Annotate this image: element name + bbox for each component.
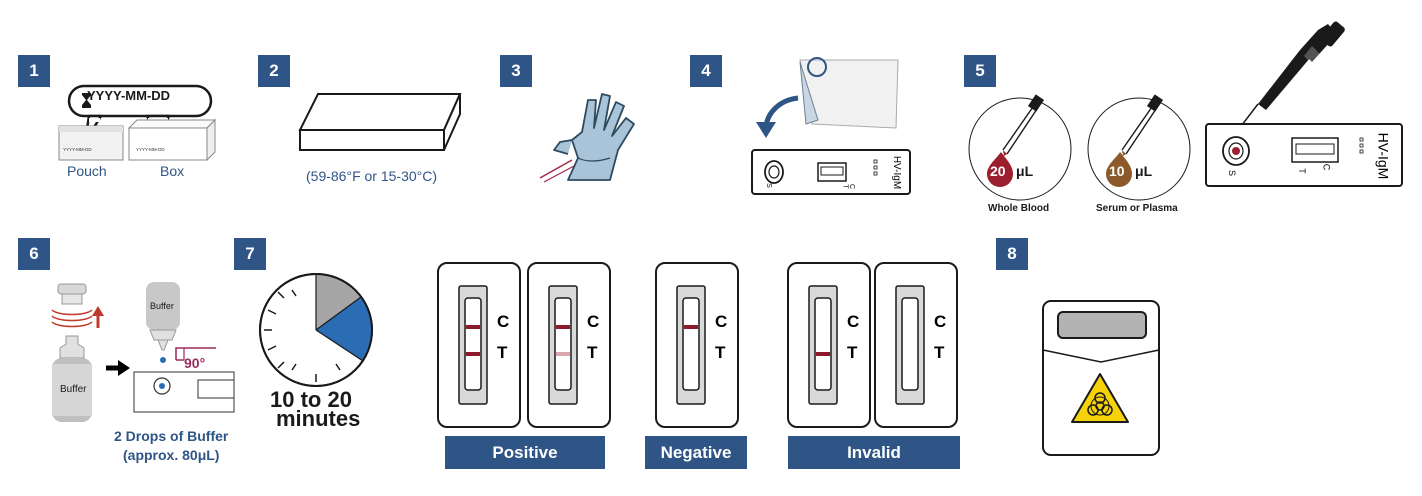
control-label: C — [847, 312, 860, 331]
date-format-text: YYYY-MM-DD — [87, 88, 171, 103]
step-3-badge: 3 — [500, 55, 532, 87]
negative-banner: Negative — [645, 436, 747, 469]
cassette-s-label-5: S — [1227, 169, 1238, 177]
angle-90-label: 90° — [184, 355, 206, 371]
cassette-name-5: HV-IgM — [1375, 132, 1392, 180]
serum-plasma-label: Serum or Plasma — [1096, 203, 1178, 214]
box-label: Box — [160, 163, 185, 179]
pouch-date-text: YYYY-MM-DD — [63, 147, 92, 152]
control-line — [556, 325, 570, 329]
test-line — [556, 352, 570, 356]
cassette-c-label-5: C — [1321, 163, 1332, 171]
serum-unit: μL — [1135, 163, 1153, 179]
box-date-text: YYYY-MM-DD — [136, 147, 165, 152]
step-8-badge: 8 — [996, 238, 1028, 270]
invalid-banner: Invalid — [788, 436, 960, 469]
step-5-badge: 5 — [964, 55, 996, 87]
control-label: C — [934, 312, 947, 331]
invalid-cassette-2 — [874, 262, 958, 428]
storage-box-illustration — [298, 93, 462, 151]
serum-plasma-circle — [1087, 94, 1191, 201]
whole-blood-circle — [968, 94, 1072, 201]
hourglass-icon — [82, 93, 91, 108]
positive-banner: Positive — [445, 436, 605, 469]
test-line — [816, 352, 830, 356]
step-7-badge: 7 — [234, 238, 266, 270]
cassette-s-label-4: S — [764, 183, 772, 188]
timer-clock-icon — [259, 273, 373, 387]
cassette-t-label-5: T — [1296, 168, 1307, 174]
control-label: C — [497, 312, 510, 331]
control-label: C — [715, 312, 728, 331]
temperature-range: (59-86°F or 15-30°C) — [306, 168, 438, 184]
test-label: T — [497, 343, 508, 362]
cassette-name-4: HV-IgM — [891, 155, 903, 190]
time-range-line2: minutes — [276, 406, 361, 431]
glove-icon — [539, 93, 635, 183]
biohazard-bin-illustration — [1042, 300, 1160, 456]
cassette-c-label-4: C — [848, 183, 856, 190]
buffer-drops-caption: 2 Drops of Buffer — [114, 428, 229, 444]
pouch-box-illustration — [58, 84, 217, 162]
buffer-label-upright: Buffer — [60, 384, 87, 395]
test-label: T — [715, 343, 726, 362]
control-label: C — [587, 312, 600, 331]
test-label: T — [934, 343, 945, 362]
whole-blood-label: Whole Blood — [988, 203, 1050, 214]
control-line — [684, 325, 698, 329]
positive-cassette-1 — [437, 262, 521, 428]
open-pouch-illustration — [751, 57, 911, 195]
control-line — [466, 325, 480, 329]
positive-cassette-2 — [527, 262, 611, 428]
step-2-badge: 2 — [258, 55, 290, 87]
test-label: T — [587, 343, 598, 362]
pouch-label: Pouch — [67, 163, 107, 179]
buffer-bottle-illustration — [51, 282, 235, 422]
blood-unit: μL — [1016, 163, 1034, 179]
invalid-cassette-1 — [787, 262, 871, 428]
time-range-line1: 10 to 20 — [270, 387, 352, 412]
step-1-badge: 1 — [18, 55, 50, 87]
pipette-cassette-illustration — [1205, 21, 1403, 187]
buffer-volume-caption: (approx. 80μL) — [123, 447, 220, 463]
buffer-label-inverted: Buffer — [150, 301, 174, 311]
step-6-badge: 6 — [18, 238, 50, 270]
step-4-badge: 4 — [690, 55, 722, 87]
biohazard-icon — [1071, 373, 1129, 423]
negative-cassette — [655, 262, 739, 428]
test-line — [466, 352, 480, 356]
test-label: T — [847, 343, 858, 362]
blood-volume: 20 — [990, 163, 1006, 179]
serum-volume: 10 — [1109, 163, 1125, 179]
